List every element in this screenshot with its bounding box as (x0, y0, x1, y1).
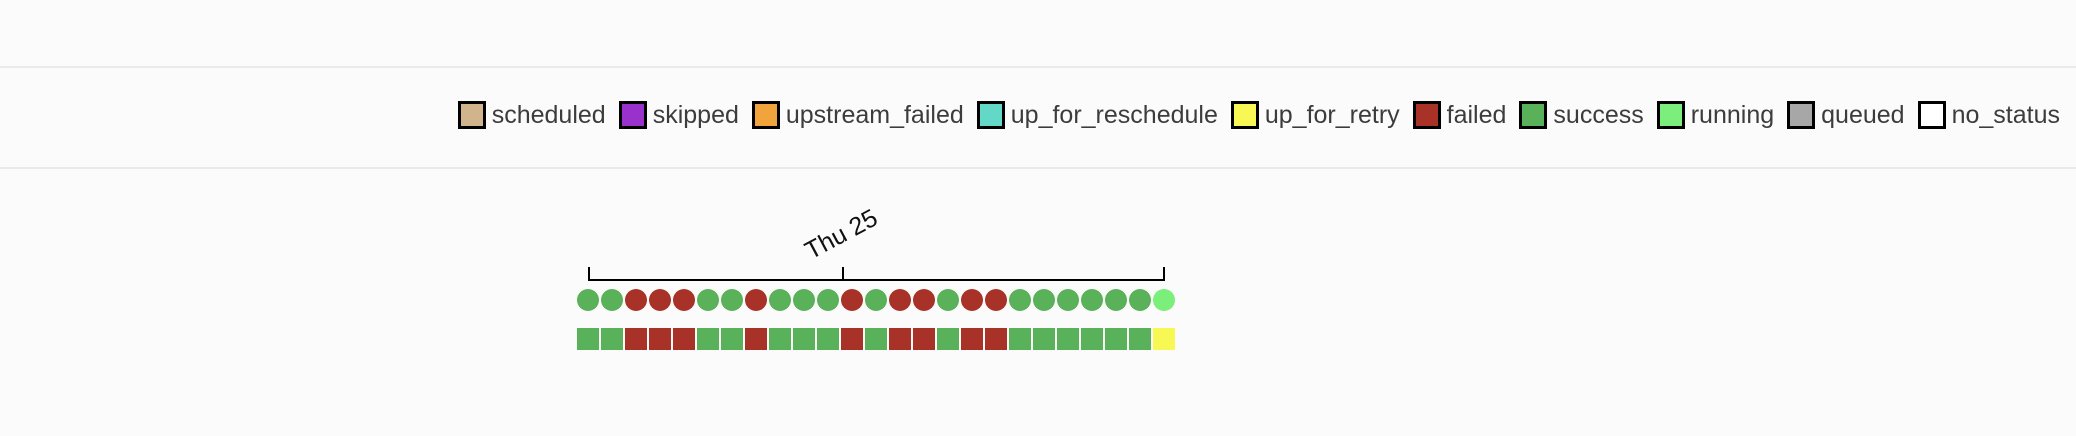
legend-label: queued (1821, 101, 1905, 129)
status-color-chip (457, 101, 486, 129)
task-instance-dot-success[interactable] (577, 328, 599, 350)
axis-tick-middle (842, 267, 844, 281)
task-instance-dot-success[interactable] (1009, 328, 1031, 350)
task-instance-dot-success[interactable] (937, 328, 959, 350)
axis-date-label: Thu 25 (800, 203, 883, 266)
legend-item-scheduled: scheduled (457, 101, 606, 129)
axis-tick-left (588, 267, 590, 281)
task-instance-dot-failed[interactable] (961, 328, 983, 350)
dag-run-dot-success[interactable] (937, 289, 959, 311)
dag-run-dot-failed[interactable] (745, 289, 767, 311)
task-instance-dot-success[interactable] (1033, 328, 1055, 350)
dag-run-dot-success[interactable] (1081, 289, 1103, 311)
legend-label: success (1553, 101, 1644, 129)
status-color-chip (1787, 101, 1816, 129)
axis-line (588, 279, 1165, 281)
dag-run-dot-success[interactable] (697, 289, 719, 311)
task-instance-dot-failed[interactable] (649, 328, 671, 350)
divider-top (0, 66, 2076, 68)
dag-run-dot-failed[interactable] (985, 289, 1007, 311)
axis-tick-right (1163, 267, 1165, 281)
dag-run-dot-failed[interactable] (673, 289, 695, 311)
task-instance-dot-failed[interactable] (841, 328, 863, 350)
task-instance-dot-success[interactable] (817, 328, 839, 350)
legend-label: failed (1446, 101, 1507, 129)
task-instance-dot-success[interactable] (1105, 328, 1127, 350)
task-instance-dot-success[interactable] (721, 328, 743, 350)
task-instance-dot-up_for_retry[interactable] (1153, 328, 1175, 350)
task-instance-dot-success[interactable] (1129, 328, 1151, 350)
dag-run-dot-success[interactable] (865, 289, 887, 311)
legend-item-failed: failed (1412, 101, 1507, 129)
legend-label: up_for_retry (1264, 101, 1400, 129)
divider-bottom (0, 167, 2076, 169)
dag-run-status-row (577, 289, 1175, 311)
task-instance-dot-success[interactable] (601, 328, 623, 350)
dag-run-dot-failed[interactable] (649, 289, 671, 311)
dag-run-dot-failed[interactable] (961, 289, 983, 311)
dag-run-dot-failed[interactable] (841, 289, 863, 311)
dag-run-dot-success[interactable] (577, 289, 599, 311)
status-color-chip (751, 101, 780, 129)
legend-item-skipped: skipped (618, 101, 739, 129)
task-instance-dot-failed[interactable] (889, 328, 911, 350)
status-color-chip (976, 101, 1005, 129)
task-instance-dot-success[interactable] (769, 328, 791, 350)
legend-item-upstream_failed: upstream_failed (751, 101, 964, 129)
task-instance-dot-success[interactable] (793, 328, 815, 350)
task-instance-dot-success[interactable] (1057, 328, 1079, 350)
status-color-chip (1656, 101, 1685, 129)
legend-label: skipped (652, 101, 739, 129)
task-instance-dot-failed[interactable] (625, 328, 647, 350)
legend-item-success: success (1519, 101, 1644, 129)
dag-run-dot-success[interactable] (793, 289, 815, 311)
legend-label: running (1690, 101, 1775, 129)
dag-run-dot-success[interactable] (769, 289, 791, 311)
task-instance-dot-failed[interactable] (673, 328, 695, 350)
legend-label: scheduled (491, 101, 606, 129)
legend-item-up_for_reschedule: up_for_reschedule (976, 101, 1218, 129)
dag-run-dot-success[interactable] (817, 289, 839, 311)
dag-run-dot-failed[interactable] (889, 289, 911, 311)
legend-item-queued: queued (1787, 101, 1905, 129)
dag-run-dot-running[interactable] (1153, 289, 1175, 311)
legend-label: no_status (1951, 101, 2060, 129)
task-instance-dot-success[interactable] (697, 328, 719, 350)
dag-run-dot-success[interactable] (1129, 289, 1151, 311)
dag-run-dot-failed[interactable] (913, 289, 935, 311)
dag-run-dot-success[interactable] (721, 289, 743, 311)
task-instance-dot-failed[interactable] (913, 328, 935, 350)
task-instance-dot-failed[interactable] (985, 328, 1007, 350)
dag-run-dot-success[interactable] (601, 289, 623, 311)
task-instance-dot-success[interactable] (865, 328, 887, 350)
task-instance-dot-success[interactable] (1081, 328, 1103, 350)
dag-run-dot-failed[interactable] (625, 289, 647, 311)
dag-run-dot-success[interactable] (1009, 289, 1031, 311)
legend-item-no_status: no_status (1917, 101, 2060, 129)
status-color-chip (1412, 101, 1441, 129)
task-instance-dot-failed[interactable] (745, 328, 767, 350)
status-color-chip (1230, 101, 1259, 129)
dag-run-dot-success[interactable] (1105, 289, 1127, 311)
dag-run-dot-success[interactable] (1033, 289, 1055, 311)
legend-label: up_for_reschedule (1010, 101, 1218, 129)
status-color-chip (1519, 101, 1548, 129)
status-legend: scheduled skipped upstream_failed up_for… (457, 101, 2060, 129)
task-instance-status-row (577, 328, 1175, 350)
status-color-chip (1917, 101, 1946, 129)
dag-run-dot-success[interactable] (1057, 289, 1079, 311)
legend-item-running: running (1656, 101, 1775, 129)
legend-item-up_for_retry: up_for_retry (1230, 101, 1400, 129)
status-color-chip (618, 101, 647, 129)
legend-label: upstream_failed (785, 101, 964, 129)
